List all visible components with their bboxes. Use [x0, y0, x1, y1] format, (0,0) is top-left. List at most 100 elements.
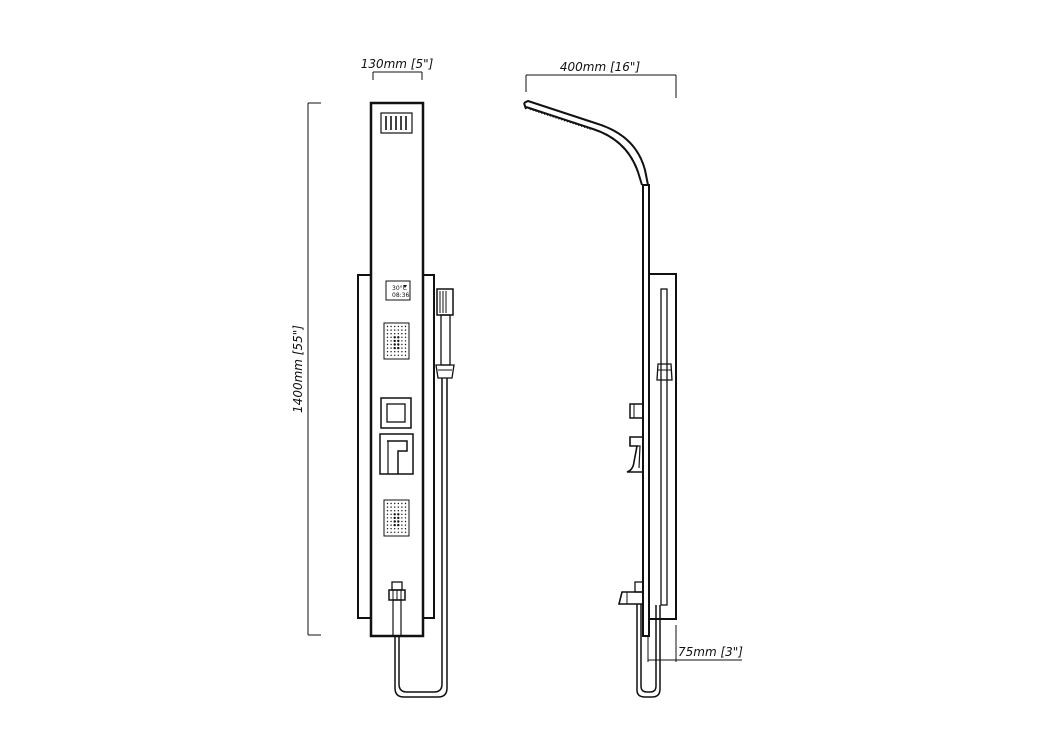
jet-nozzle: [401, 340, 403, 342]
jet-nozzle: [390, 513, 392, 515]
front-view: 30°C 08:36: [357, 101, 455, 698]
jet-nozzle: [404, 333, 407, 335]
jet-nozzle: [393, 513, 396, 516]
slide-bar: [660, 288, 668, 606]
jet-nozzle: [390, 524, 392, 526]
hose-side: [636, 604, 661, 698]
side-bottom-outlet: [617, 581, 644, 605]
jet-nozzle: [393, 343, 396, 346]
jet-nozzle: [404, 524, 407, 526]
jet-nozzle: [386, 340, 389, 342]
jet-nozzle: [386, 528, 389, 530]
jet-nozzle: [390, 510, 392, 512]
jet-nozzle: [397, 528, 399, 530]
jet-nozzle: [397, 346, 400, 350]
jet-nozzle: [390, 517, 392, 519]
display-time: 08:36: [392, 292, 409, 299]
jet-nozzle: [386, 325, 389, 328]
rain-shower-arm: [523, 99, 649, 186]
jet-nozzle: [404, 351, 407, 353]
jet-nozzle: [390, 329, 392, 331]
height-label: 1400mm [55"]: [291, 325, 305, 413]
jet-nozzle: [401, 506, 403, 508]
jet-nozzle: [386, 531, 389, 533]
jet-nozzle: [393, 336, 396, 339]
jet-nozzle: [401, 343, 403, 346]
display-temperature: 30°C: [392, 285, 407, 292]
jet-nozzle: [401, 354, 403, 356]
jet-nozzle: [401, 329, 403, 331]
jet-nozzle: [397, 502, 399, 505]
jet-nozzle: [390, 336, 392, 338]
jet-nozzle: [394, 351, 396, 353]
jet-nozzle: [386, 506, 389, 508]
jet-nozzle: [386, 343, 389, 346]
jet-nozzle: [386, 329, 389, 331]
jet-nozzle: [390, 528, 392, 530]
jet-nozzle: [386, 502, 389, 505]
top-vent: [380, 112, 413, 134]
jet-nozzle: [397, 325, 399, 328]
main-column: [369, 101, 425, 638]
body-jet-lower: [383, 499, 410, 537]
jet-nozzle: [404, 340, 407, 342]
jet-nozzle: [401, 333, 403, 335]
jet-nozzle: [390, 502, 392, 505]
jet-nozzle: [386, 347, 389, 349]
jet-nozzle: [397, 329, 399, 331]
jet-nozzle: [397, 333, 399, 335]
jet-nozzle: [401, 351, 403, 353]
shower-reach-label: 400mm [16"]: [560, 60, 641, 74]
jet-nozzle: [390, 354, 392, 356]
jet-nozzle: [401, 531, 403, 533]
jet-nozzle: [401, 502, 403, 505]
jet-nozzle: [394, 506, 396, 508]
jet-nozzle: [401, 513, 403, 515]
jet-nozzle: [401, 528, 403, 530]
panel-width-label: 130mm [5"]: [361, 57, 434, 71]
jet-nozzle: [386, 354, 389, 356]
jet-nozzle: [404, 502, 407, 505]
jet-nozzle: [397, 354, 399, 356]
jet-nozzle: [390, 340, 392, 342]
jet-nozzle: [397, 339, 400, 343]
jet-nozzle: [404, 528, 407, 530]
jet-nozzle: [386, 517, 389, 519]
jet-nozzle: [386, 520, 389, 523]
side-diverter-knob: [629, 403, 644, 419]
jet-nozzle: [401, 347, 403, 349]
jet-nozzle: [404, 510, 407, 512]
jet-nozzle: [404, 343, 407, 346]
body-jet-upper: [383, 322, 410, 360]
jet-nozzle: [386, 524, 389, 526]
jet-nozzle: [394, 510, 396, 512]
jet-nozzle: [393, 346, 396, 350]
side-back-plate: [648, 273, 677, 620]
jet-nozzle: [404, 329, 407, 331]
jet-nozzle: [394, 502, 396, 505]
jet-nozzle: [394, 329, 396, 331]
jet-nozzle: [404, 336, 407, 338]
side-view: [523, 99, 677, 698]
hose-front: [394, 378, 448, 698]
jet-nozzle: [401, 517, 403, 519]
dimension-panel-width: 130mm [5"]: [361, 57, 434, 80]
jet-nozzle: [404, 506, 407, 508]
jet-nozzle: [393, 520, 396, 523]
jet-nozzle: [401, 520, 403, 523]
jet-nozzle: [386, 333, 389, 335]
jet-nozzle: [390, 506, 392, 508]
jet-nozzle: [390, 333, 392, 335]
hand-shower-holder: [656, 363, 673, 381]
jet-nozzle: [404, 531, 407, 533]
jet-nozzle: [404, 520, 407, 523]
jet-nozzle: [386, 513, 389, 515]
jet-nozzle: [394, 531, 396, 533]
jet-nozzle: [397, 531, 399, 533]
bottom-outlet: [388, 581, 406, 637]
jet-nozzle: [404, 347, 407, 349]
dimension-wall-offset: 75mm [3"]: [647, 625, 743, 662]
jet-nozzle: [397, 343, 400, 346]
jet-nozzle: [397, 516, 400, 520]
